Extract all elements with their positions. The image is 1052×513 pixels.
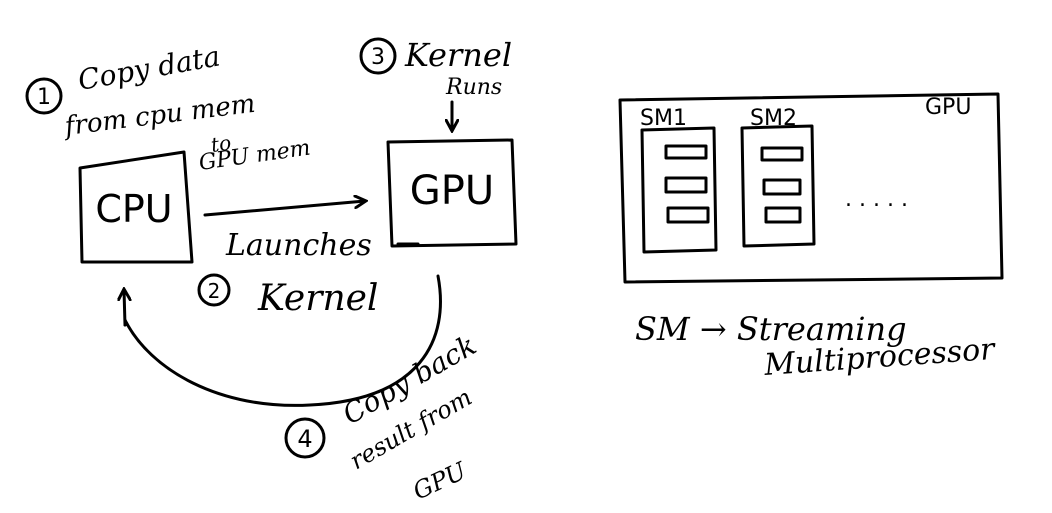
step-2: Launches 2 Kernel — [197, 228, 378, 319]
launch-arrow — [203, 201, 365, 217]
sm1-label: SM1 — [640, 106, 687, 131]
cpu-box: CPU — [78, 150, 194, 264]
step-3-line-1: Kernel — [404, 36, 512, 74]
gpu-label: GPU — [410, 168, 494, 214]
cpu-box-outline — [78, 150, 194, 264]
step-3-line-2: Runs — [445, 75, 502, 100]
step-4-circle — [284, 417, 326, 459]
sm2-box — [740, 124, 816, 248]
step-1-number: 1 — [37, 85, 51, 110]
sm2-core-3 — [764, 206, 802, 224]
step-2-line-2: Kernel — [257, 278, 378, 319]
return-curve — [123, 274, 442, 407]
step-3-number: 3 — [371, 45, 385, 70]
step-1-circle — [25, 77, 63, 115]
sm-ellipsis: . . . . . — [845, 187, 908, 212]
step-4: 4 Copy back result from GPU — [284, 328, 482, 505]
legend-line-1: SM → Streaming — [635, 310, 907, 348]
gpu-architecture: GPU SM1 SM2 . . . . . — [618, 92, 1004, 284]
step-3-circle — [359, 37, 397, 75]
return-arrowhead — [124, 290, 125, 327]
step-3: 3 Kernel Runs — [359, 36, 512, 130]
step-2-line-1: Launches — [225, 228, 372, 263]
sm1-box — [640, 126, 718, 254]
step-2-number: 2 — [208, 279, 221, 303]
gpu-arch-label: GPU — [925, 95, 971, 120]
sm1-core-2 — [664, 176, 708, 194]
step-4-line-3: GPU — [409, 456, 471, 505]
step-1-line-1: Copy data — [75, 39, 222, 96]
gpu-box: GPU — [386, 138, 518, 248]
sm2-core-2 — [762, 178, 802, 196]
sm2-core-1 — [760, 146, 804, 162]
step-2-circle — [197, 273, 231, 307]
sm1-core-1 — [664, 144, 708, 160]
gpu-outer-box — [618, 92, 1004, 284]
gpu-box-outline — [386, 138, 518, 248]
sm1-core-3 — [666, 206, 710, 224]
legend: SM → Streaming Multiprocessor — [635, 310, 997, 383]
cpu-label: CPU — [95, 187, 172, 231]
step-1-line-3: to — [209, 130, 232, 157]
step-4-number: 4 — [297, 425, 312, 453]
